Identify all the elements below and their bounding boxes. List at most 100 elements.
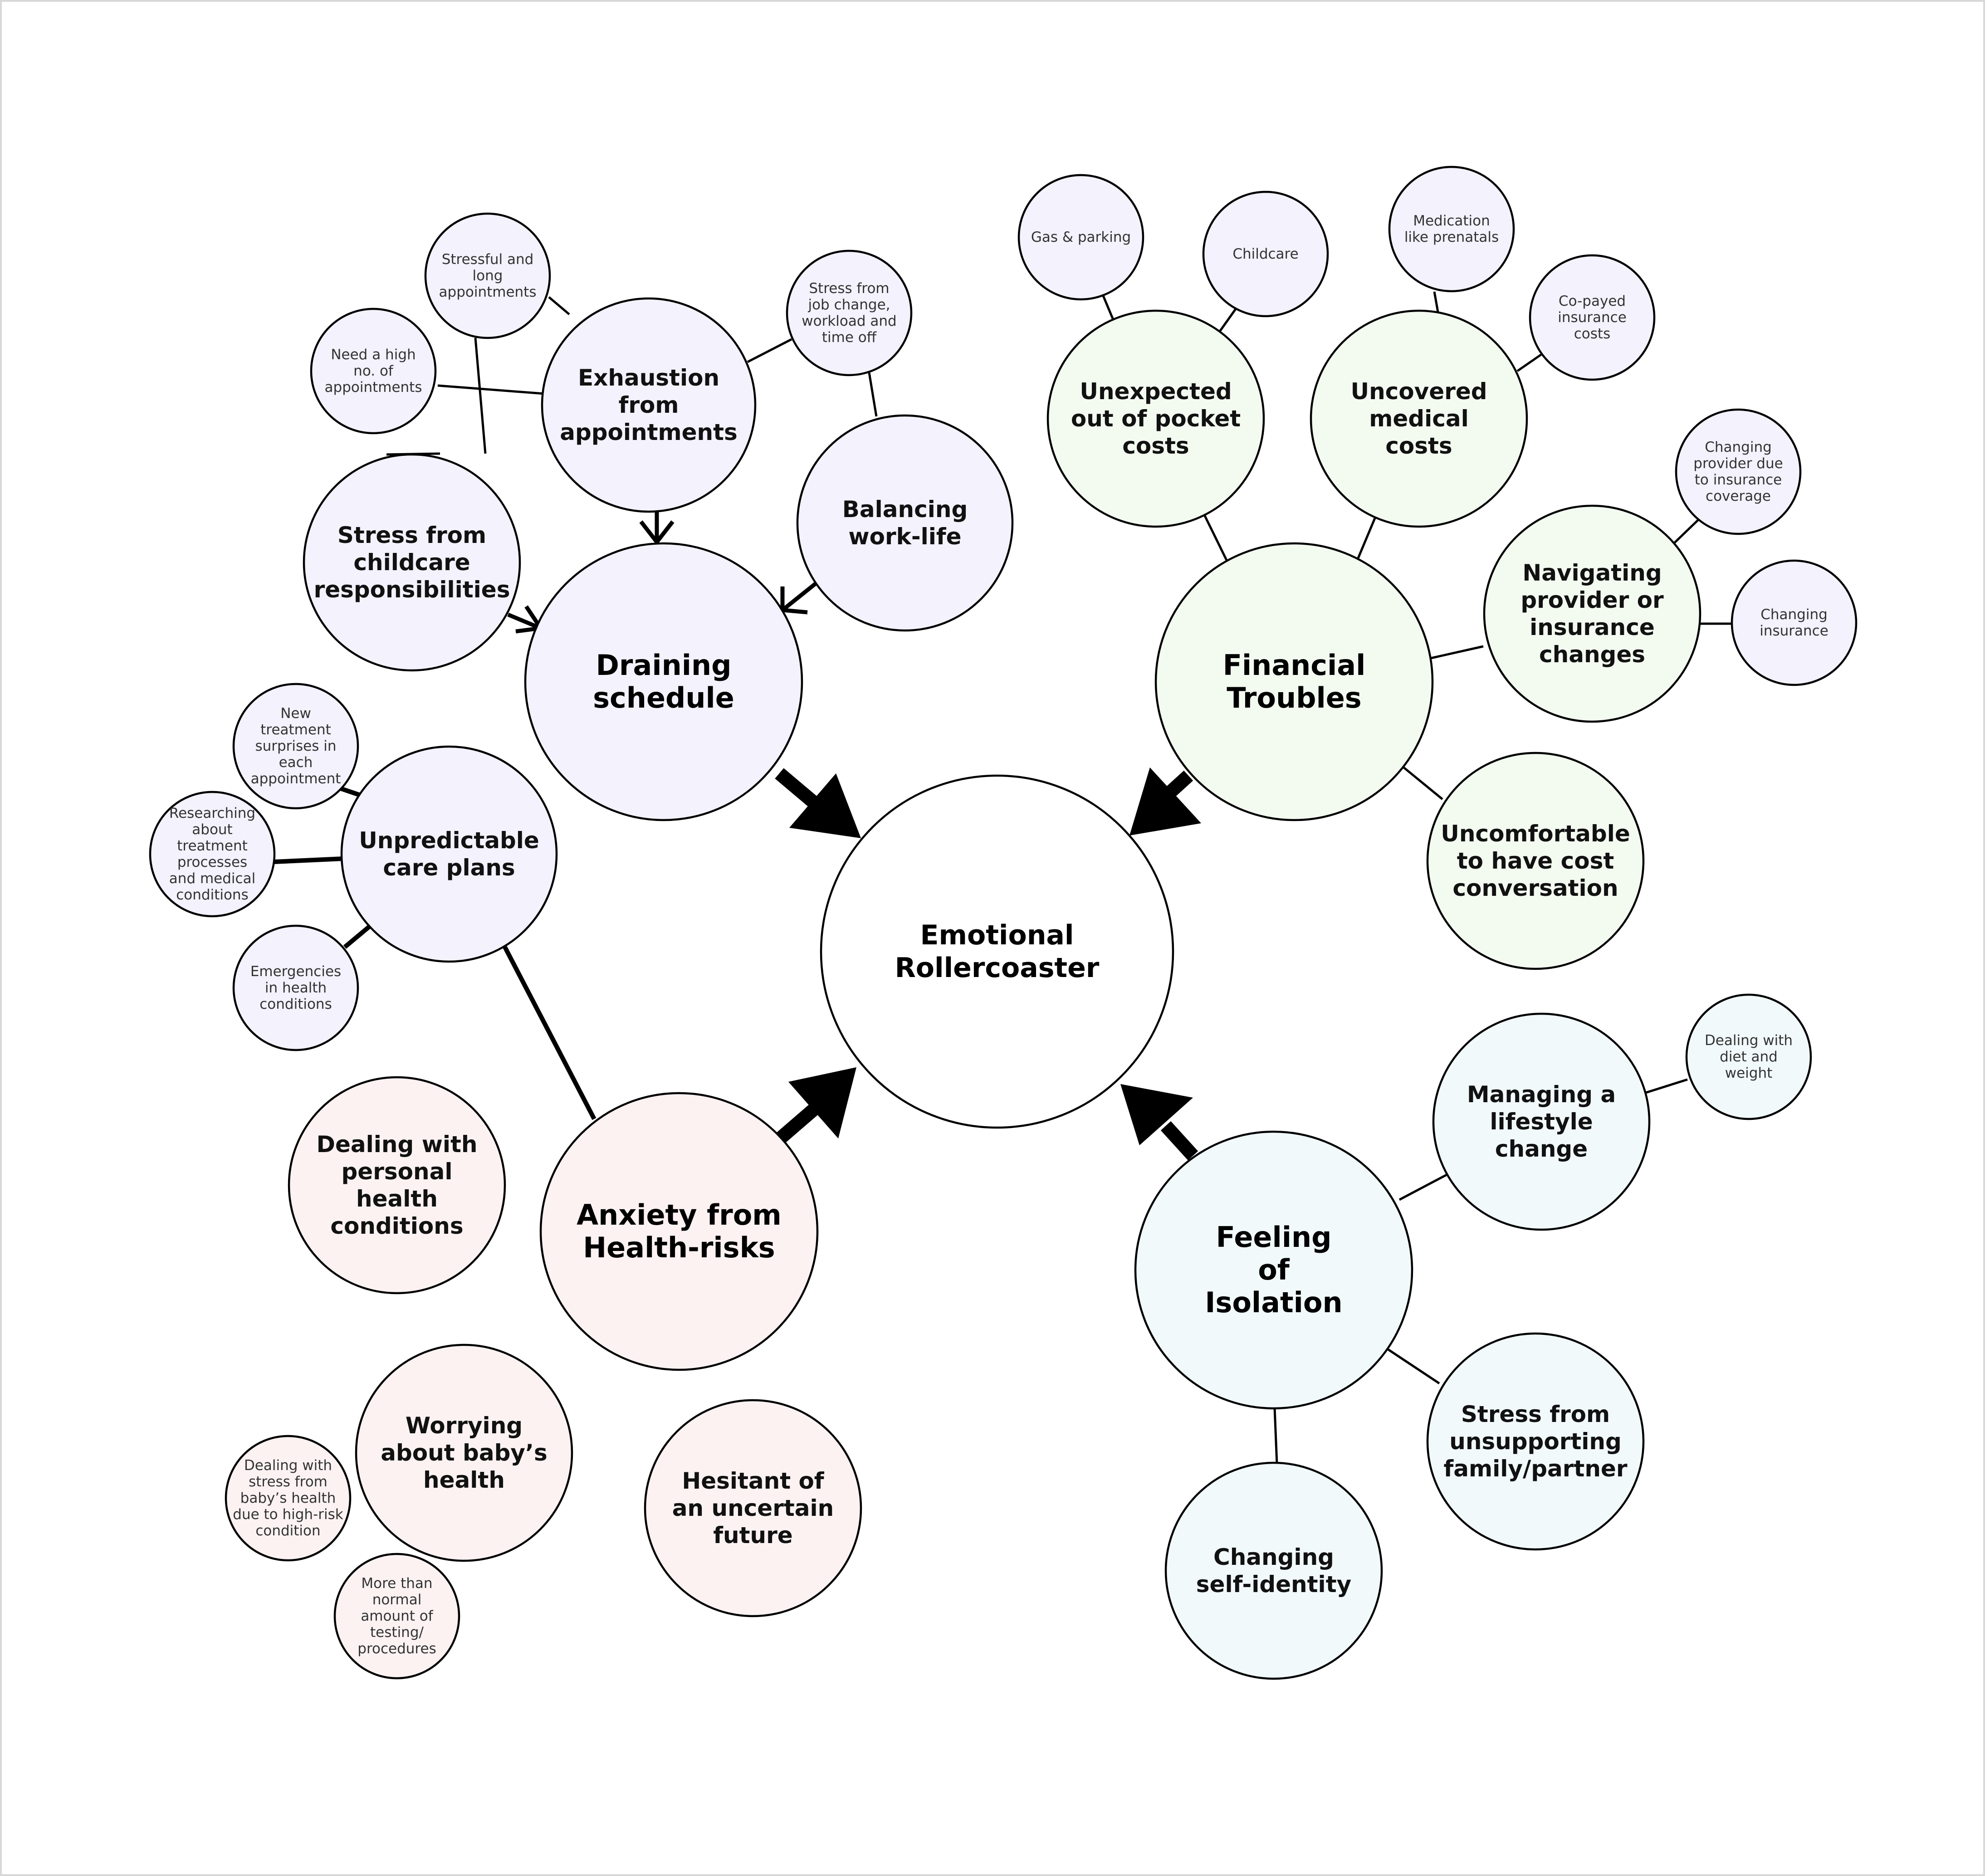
arrow-head: [788, 1067, 856, 1138]
leaf-label: Changing provider due to insurance cover…: [1693, 439, 1783, 504]
center-label: Emotional Rollercoaster: [895, 919, 1100, 984]
node-label-work-life: Balancing work-life: [842, 496, 968, 550]
connector: [1673, 518, 1700, 544]
leaf-label: Gas & parking: [1031, 229, 1131, 245]
cluster-label-anxiety: Anxiety from Health-risks: [577, 1198, 782, 1264]
connector: [1428, 645, 1484, 660]
connector: [503, 946, 596, 1120]
arrow-head: [789, 773, 861, 838]
leaf-circle: [1675, 408, 1802, 535]
leaf-circle: [1685, 993, 1812, 1120]
node-circle: [355, 1343, 573, 1562]
connector: [1398, 1172, 1449, 1201]
connector: [1516, 352, 1543, 372]
connector: [1644, 1078, 1688, 1094]
arrow-shaft: [781, 581, 818, 612]
node-label-personal-health: Dealing with personal health conditions: [316, 1131, 478, 1239]
cluster-circle: [524, 542, 803, 821]
connector: [1102, 295, 1115, 321]
node-label-exhaustion: Exhaustion from appointments: [560, 365, 738, 445]
leaf-label: Changing insurance: [1760, 606, 1829, 639]
arrow-shaft: [1160, 1121, 1198, 1161]
arrow-head: [1120, 1084, 1193, 1145]
arrow-head: [639, 520, 675, 546]
arrow-shaft: [777, 1104, 819, 1143]
leaf-circle: [1731, 559, 1858, 686]
leaf-label: Co-payed insurance costs: [1558, 293, 1627, 342]
node-label-unpredictable-care: Unpredictable care plans: [359, 827, 539, 881]
connector: [1433, 291, 1439, 313]
connector: [548, 296, 570, 315]
leaf-label: New treatment surprises in each appointm…: [250, 705, 341, 787]
connector: [343, 923, 374, 949]
connector: [1203, 514, 1228, 562]
connector: [1387, 1348, 1440, 1385]
leaf-circle: [1202, 191, 1329, 318]
connector: [867, 369, 878, 417]
node-label-lifestyle-change: Managing a lifestyle change: [1467, 1081, 1616, 1162]
leaf-label: Researching about treatment processes an…: [169, 805, 256, 903]
node-label-unsupporting-family: Stress from unsupporting family/partner: [1443, 1401, 1628, 1482]
leaf-circle: [1388, 166, 1515, 293]
cluster-label-draining-schedule: Draining schedule: [593, 649, 734, 714]
node-circle: [288, 1076, 506, 1295]
leaf-circle: [786, 249, 913, 376]
node-circle: [1310, 309, 1528, 528]
leaf-label: Dealing with stress from baby’s health d…: [233, 1457, 343, 1539]
heavy-arrows: [775, 767, 1201, 1161]
node-label-self-identity: Changing self-identity: [1196, 1544, 1352, 1598]
node-circle: [1432, 1012, 1651, 1231]
leaf-circle: [310, 308, 437, 435]
node-label-baby-health: Worrying about baby’s health: [381, 1412, 548, 1493]
arrow-shaft: [775, 768, 819, 808]
node-circle: [796, 414, 1014, 632]
node-circle: [1046, 309, 1265, 528]
cluster-circle: [1154, 542, 1434, 821]
leaf-label: Dealing with diet and weight: [1704, 1032, 1793, 1081]
cluster-label-financial-troubles: Financial Troubles: [1222, 649, 1366, 714]
node-circles: [149, 166, 1858, 1680]
node-label-navigating-changes: Navigating provider or insurance changes: [1521, 560, 1664, 668]
leaf-circle: [1529, 254, 1656, 381]
leaf-label: Medication like prenatals: [1404, 213, 1499, 245]
connector: [274, 856, 344, 864]
node-label-childcare-stress: Stress from childcare responsibilities: [313, 522, 510, 603]
arrow-shaft: [507, 612, 542, 630]
cluster-circle: [1134, 1130, 1413, 1410]
node-circle: [1164, 1461, 1383, 1680]
leaf-label: More than normal amount of testing/ proc…: [357, 1575, 436, 1657]
leaf-label: Stressful and long appointments: [439, 251, 537, 300]
node-circle: [644, 1399, 862, 1617]
leaf-label: Stress from job change, workload and tim…: [802, 280, 897, 346]
node-circle: [340, 745, 558, 963]
leaf-circle: [424, 212, 551, 339]
arrow-head: [1129, 767, 1201, 835]
node-circle: [303, 453, 521, 672]
connector: [437, 384, 545, 395]
node-circle: [1483, 504, 1701, 723]
leaf-circle: [1017, 174, 1144, 301]
leaf-circle: [232, 683, 359, 810]
connector: [1356, 517, 1377, 560]
center-circle: [820, 774, 1174, 1129]
node-label-uncovered-costs: Uncovered medical costs: [1350, 378, 1487, 459]
node-label-out-of-pocket: Unexpected out of pocket costs: [1071, 378, 1241, 459]
leaf-label: Need a high no. of appointments: [324, 347, 422, 396]
leaf-circle: [149, 791, 276, 918]
node-circle: [1426, 1332, 1645, 1551]
connector: [1273, 1408, 1278, 1465]
node-circle: [1426, 752, 1645, 970]
leaf-circle: [225, 1435, 352, 1562]
connector: [474, 337, 487, 454]
node-circle: [541, 297, 757, 513]
leaf-label: Childcare: [1232, 246, 1299, 262]
connector: [747, 338, 792, 363]
leaf-circle: [333, 1553, 460, 1680]
connector: [1402, 766, 1443, 800]
node-label-cost-conversation: Uncomfortable to have cost conversation: [1441, 821, 1630, 901]
leaf-circle: [232, 924, 359, 1051]
node-label-uncertain-future: Hesitant of an uncertain future: [672, 1468, 834, 1549]
cluster-label-isolation: Feeling of Isolation: [1205, 1221, 1343, 1319]
connector-lines: [274, 291, 1733, 1465]
